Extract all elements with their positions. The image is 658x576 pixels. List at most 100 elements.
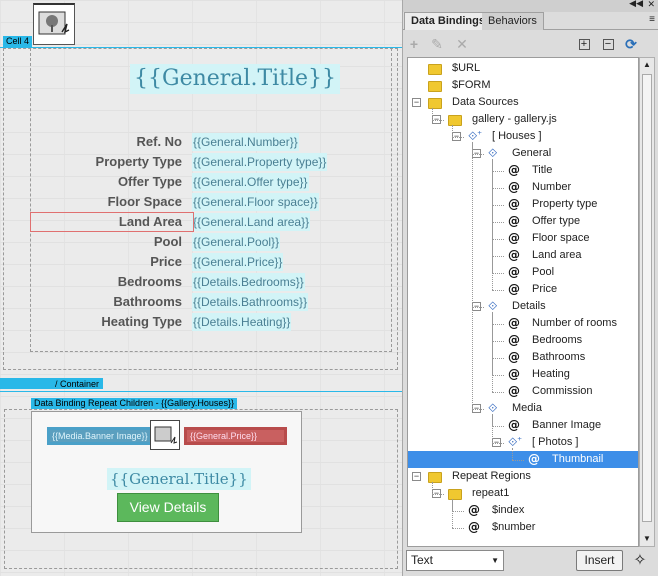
land-area-highlight — [30, 212, 194, 232]
tree-node[interactable]: @Pool — [408, 264, 638, 281]
tree-node-label: [ Houses ] — [492, 130, 542, 142]
detail-binding[interactable]: {{General.Property type}} — [192, 153, 328, 171]
tree-node[interactable]: $URL — [408, 60, 638, 77]
field-icon: @ — [508, 265, 520, 279]
collapse-all-icon[interactable]: − — [599, 35, 617, 53]
edit-icon[interactable]: ✎ — [431, 36, 443, 52]
detail-binding[interactable]: {{General.Floor space}} — [192, 193, 319, 211]
tree-node[interactable]: $FORM — [408, 77, 638, 94]
detail-row: Floor Space{{General.Floor space}} — [30, 193, 390, 211]
field-icon: @ — [508, 367, 520, 381]
refresh-icon[interactable]: ⟳ — [625, 36, 637, 52]
scroll-up-arrow-icon[interactable]: ▲ — [643, 60, 651, 69]
tree-scrollbar[interactable]: ▲ ▼ — [639, 57, 655, 547]
insert-button[interactable]: Insert — [576, 550, 623, 571]
image-placeholder-small[interactable] — [150, 420, 180, 450]
tree-node[interactable]: @Banner Image — [408, 417, 638, 434]
tree-node[interactable]: @Number — [408, 179, 638, 196]
tree-node[interactable]: ⟐⁺[ Houses ]− — [408, 128, 638, 145]
field-icon: @ — [508, 231, 520, 245]
tree-node[interactable]: ⟐⁺[ Photos ]− — [408, 434, 638, 451]
tree-node[interactable]: repeat1− — [408, 485, 638, 502]
tree-node-label: $index — [492, 504, 525, 516]
collapse-panel-icon[interactable]: ◀◀ — [629, 0, 643, 8]
tree-node[interactable]: @Offer type — [408, 213, 638, 230]
detail-binding[interactable]: {{General.Pool}} — [192, 233, 281, 251]
magic-wand-icon[interactable]: ✧ — [633, 552, 647, 569]
page-title-binding[interactable]: {{General.Title}} — [130, 64, 341, 94]
banner-image-binding[interactable]: {{Media.Banner Image}} — [47, 427, 159, 445]
data-bindings-panel: ◀◀ ✕ Data Bindings Behaviors ≡ + ✎ ✕ + −… — [402, 0, 658, 576]
folder-icon — [428, 78, 442, 93]
format-select[interactable]: Text ▼ — [406, 550, 504, 571]
tree-node[interactable]: ⟐Details− — [408, 298, 638, 315]
tree-node[interactable]: @$number — [408, 519, 638, 536]
detail-row: Pool {{General.Pool}} — [30, 233, 390, 251]
tree-node-label: Details — [512, 300, 546, 312]
collapse-toggle-icon[interactable]: − — [412, 97, 421, 107]
tree-node[interactable]: @ Price — [408, 281, 638, 298]
detail-binding[interactable]: {{General.Price}} — [192, 253, 284, 271]
tree-node[interactable]: @Number of rooms — [408, 315, 638, 332]
expand-all-icon[interactable]: + — [575, 35, 593, 53]
delete-icon[interactable]: ✕ — [456, 36, 468, 52]
close-panel-icon[interactable]: ✕ — [647, 0, 655, 9]
detail-label: Land Area — [118, 214, 182, 229]
scroll-thumb[interactable] — [642, 74, 652, 522]
tree-node[interactable]: ⟐General− — [408, 145, 638, 162]
image-placeholder[interactable] — [33, 3, 75, 45]
tree-node[interactable]: @Property type — [408, 196, 638, 213]
field-icon: @ — [508, 282, 520, 296]
tree-node[interactable]: @Bedrooms — [408, 332, 638, 349]
tree-node[interactable]: @Title — [408, 162, 638, 179]
container-label[interactable]: / Container — [55, 379, 100, 389]
card-title-binding[interactable]: {{General.Title}} — [107, 468, 251, 490]
array-icon: ⟐⁺ — [468, 129, 482, 143]
field-icon: @ — [508, 248, 520, 262]
tree-node[interactable]: @$index — [408, 502, 638, 519]
tree-node-label: Floor space — [532, 232, 590, 244]
tree-node[interactable]: @Land area — [408, 247, 638, 264]
tree-node[interactable]: @Bathrooms — [408, 349, 638, 366]
detail-binding[interactable]: {{General.Offer type}} — [192, 173, 309, 191]
panel-titlebar: ◀◀ ✕ — [403, 0, 658, 12]
tree-node[interactable]: Data Sources− — [408, 94, 638, 111]
detail-binding[interactable]: {{General.Number}} — [192, 133, 299, 151]
tree-node[interactable]: @Heating — [408, 366, 638, 383]
detail-binding[interactable]: {{Details.Bedrooms}} — [192, 273, 305, 291]
tree-node-label: $number — [492, 521, 536, 533]
detail-binding[interactable]: {{Details.Heating}} — [192, 313, 292, 331]
view-details-button[interactable]: View Details — [117, 493, 219, 522]
detail-label: Pool — [153, 234, 182, 249]
folder-icon — [428, 95, 442, 110]
object-icon: ⟐ — [488, 146, 498, 160]
price-banner-binding[interactable]: {{General.Price}} — [184, 427, 287, 445]
array-icon: ⟐⁺ — [508, 435, 522, 449]
tree-node[interactable]: @Commission — [408, 383, 638, 400]
tree-node-label: gallery - gallery.js — [472, 113, 557, 125]
tab-data-bindings[interactable]: Data Bindings — [404, 12, 492, 30]
tree-image-icon — [154, 426, 178, 444]
detail-binding[interactable]: {{General.Land area}} — [192, 213, 311, 231]
detail-label: Offer Type — [117, 174, 182, 189]
detail-label: Price — [150, 254, 182, 269]
tree-node[interactable]: @ Floor space — [408, 230, 638, 247]
tab-behaviors[interactable]: Behaviors — [482, 12, 544, 30]
repeat-region-label[interactable]: Data Binding Repeat Children - {{Gallery… — [31, 398, 237, 409]
add-icon[interactable]: + — [409, 36, 419, 52]
tree-node[interactable]: @ Thumbnail — [408, 451, 638, 468]
collapse-toggle-icon[interactable]: − — [412, 471, 421, 481]
tree-node-label: Thumbnail — [552, 453, 604, 465]
field-icon: @ — [528, 452, 540, 466]
tree-node-label: [ Photos ] — [532, 436, 579, 448]
tree-node[interactable]: gallery - gallery.js− — [408, 111, 638, 128]
scroll-down-arrow-icon[interactable]: ▼ — [643, 534, 651, 543]
tree-node-label: Price — [532, 283, 558, 295]
tree-node[interactable]: Repeat Regions− — [408, 468, 638, 485]
tree-node-label: Number of rooms — [532, 317, 617, 329]
detail-binding[interactable]: {{Details.Bathrooms}} — [192, 293, 309, 311]
panel-menu-icon[interactable]: ≡ — [649, 14, 655, 25]
tree-node[interactable]: ⟐Media− — [408, 400, 638, 417]
cell-label[interactable]: Cell 4 — [3, 36, 33, 47]
field-icon: @ — [508, 197, 520, 211]
